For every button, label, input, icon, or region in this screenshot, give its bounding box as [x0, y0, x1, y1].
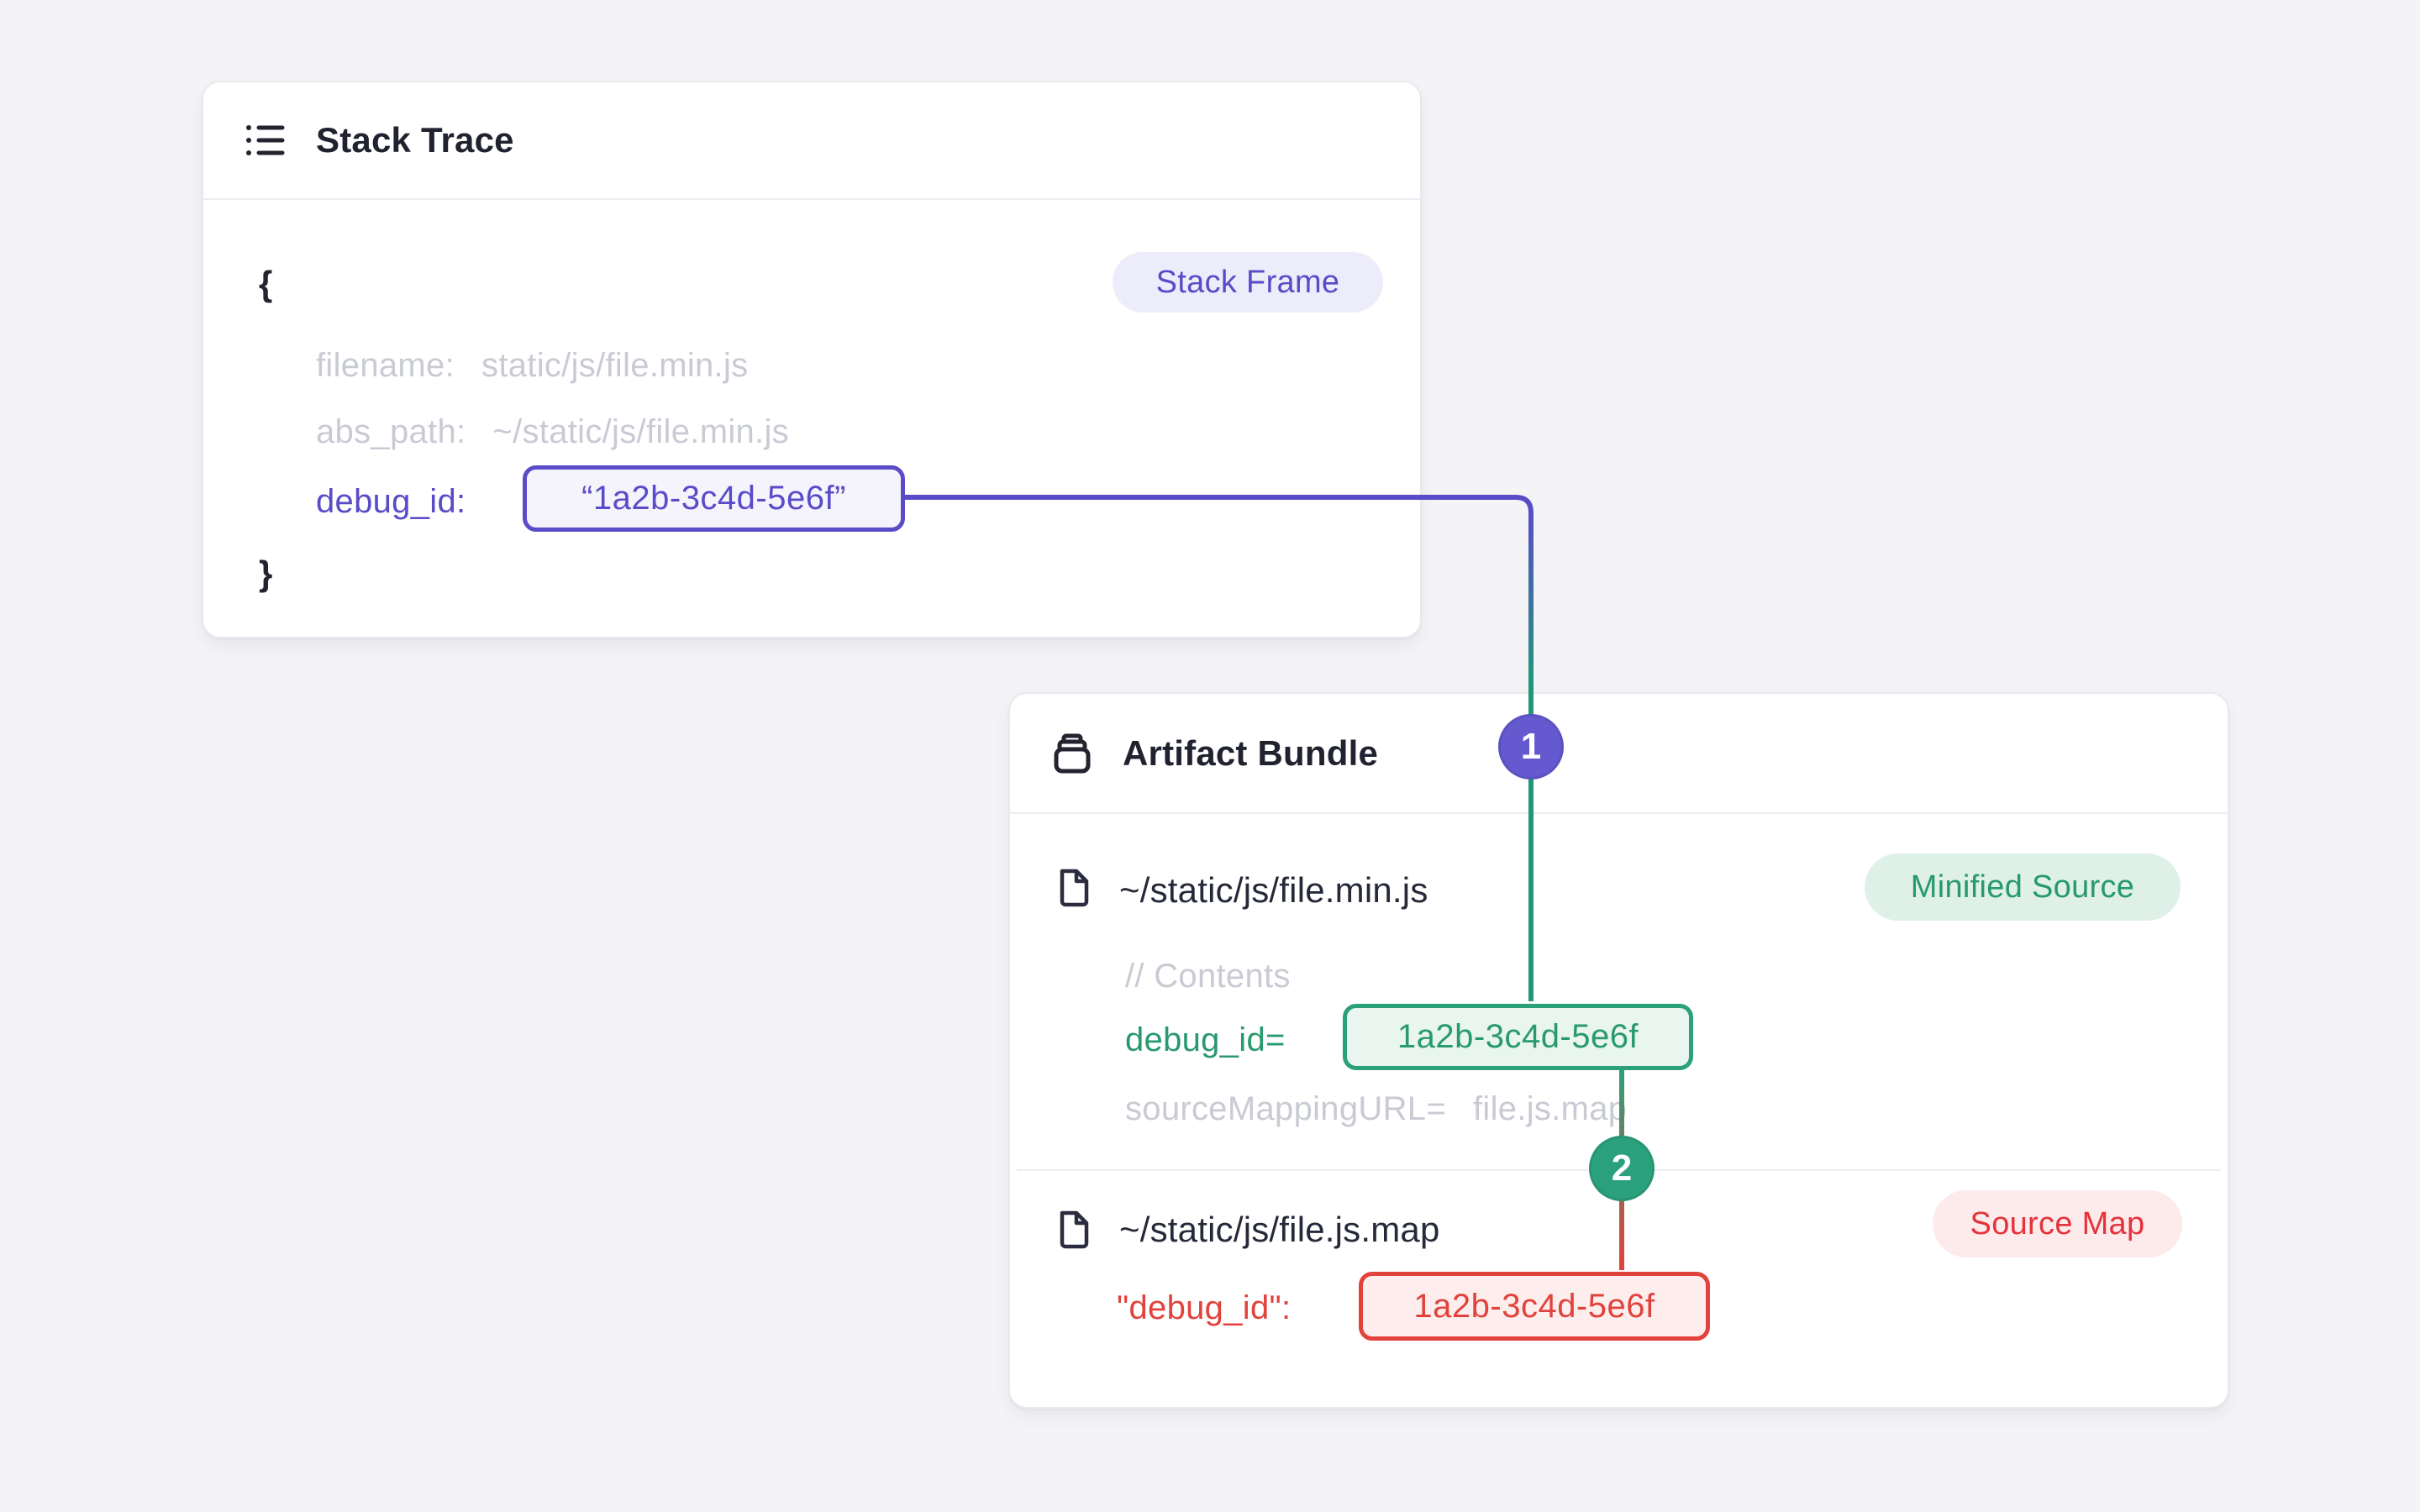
bundle-debug-id-label: debug_id= — [1125, 1021, 1286, 1058]
archive-icon — [1054, 733, 1091, 773]
step-1-badge: 1 — [1498, 714, 1564, 780]
source-mapping-value: file.js.map — [1472, 1089, 1628, 1127]
debug-id-label: debug_id: — [316, 482, 466, 520]
map-debug-id-label: "debug_id": — [1117, 1289, 1292, 1326]
source-map-file-name: ~/static/js/file.js.map — [1119, 1210, 1440, 1249]
close-brace: } — [259, 554, 273, 593]
minified-source-badge: Minified Source — [1865, 853, 2181, 921]
abs-path-value: ~/static/js/file.min.js — [492, 412, 789, 450]
abs-path-line: abs_path: ~/static/js/file.min.js — [316, 412, 789, 452]
filename-value: static/js/file.min.js — [481, 346, 749, 384]
filename-label: filename: — [316, 346, 455, 384]
step-2-badge: 2 — [1589, 1136, 1655, 1201]
filename-line: filename: static/js/file.min.js — [316, 345, 749, 386]
open-brace: { — [259, 264, 273, 303]
stack-frame-badge: Stack Frame — [1113, 252, 1383, 312]
file-icon — [1060, 869, 1089, 907]
bundle-debug-id-value-box: 1a2b-3c4d-5e6f — [1343, 1004, 1693, 1070]
source-mapping-label: sourceMappingURL= — [1125, 1089, 1446, 1127]
list-icon — [246, 125, 285, 155]
stack-debug-id-value-box: “1a2b-3c4d-5e6f” — [523, 465, 905, 532]
artifact-bundle-title: Artifact Bundle — [1123, 732, 1379, 773]
stack-trace-title: Stack Trace — [316, 120, 514, 160]
artifact-bundle-header: Artifact Bundle — [1010, 694, 2228, 814]
stack-trace-card: Stack Trace Stack Frame { filename: stat… — [202, 81, 1422, 638]
artifact-bundle-card: Artifact Bundle ~/static/js/file.min.js … — [1008, 692, 2229, 1409]
source-mapping-line: sourceMappingURL= file.js.map — [1125, 1089, 1627, 1129]
contents-comment: // Contents — [1125, 957, 1291, 995]
source-map-badge: Source Map — [1933, 1190, 2182, 1257]
abs-path-label: abs_path: — [316, 412, 466, 450]
minified-file-name: ~/static/js/file.min.js — [1119, 870, 1428, 910]
map-debug-id-value-box: 1a2b-3c4d-5e6f — [1359, 1272, 1710, 1341]
stack-trace-header: Stack Trace — [203, 82, 1420, 200]
file-icon — [1060, 1210, 1089, 1249]
